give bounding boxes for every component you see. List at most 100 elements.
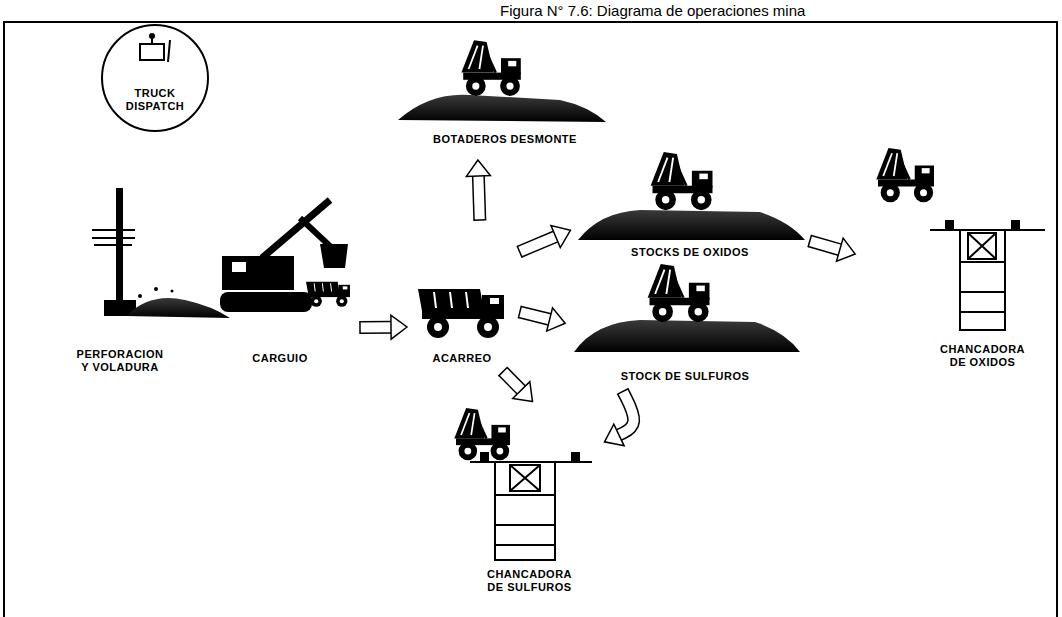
dispatch-console xyxy=(140,44,164,60)
arrow-fill xyxy=(360,322,391,332)
shovel-stick xyxy=(300,218,332,248)
blasted-rock-pile xyxy=(126,298,230,318)
sulfide-crusher xyxy=(454,408,592,560)
flow-arrow xyxy=(498,367,532,401)
dispatch-mast xyxy=(168,40,170,62)
station-label: STOCKS DE OXIDOS xyxy=(590,246,790,259)
flow-arrow xyxy=(466,160,490,220)
process-station: PERFORACION Y VOLADURA xyxy=(55,180,185,390)
shovel-body xyxy=(222,256,294,290)
arrow-tail xyxy=(473,219,486,221)
station-label: PERFORACION Y VOLADURA xyxy=(75,348,165,374)
oxide-crusher xyxy=(876,148,1045,330)
rock-fragment xyxy=(154,287,158,291)
arrow-head xyxy=(391,315,407,339)
destination-station: STOCK DE SULFUROS xyxy=(570,262,800,387)
station-label: CHANCADORA DE OXIDOS xyxy=(935,343,1030,369)
drill-beam xyxy=(94,244,132,246)
waste-pile xyxy=(398,95,606,122)
drill-rig xyxy=(92,188,230,318)
station-label: STOCK DE SULFUROS xyxy=(585,370,785,383)
dump-truck xyxy=(461,40,520,96)
drill-mast xyxy=(116,188,123,313)
crusher-level xyxy=(495,524,555,526)
circle-outline xyxy=(102,25,208,131)
crusher-cross xyxy=(968,233,996,259)
haul-truck xyxy=(418,289,504,338)
oxide-stockpile xyxy=(578,152,805,240)
arrow-fill xyxy=(520,312,550,319)
arrow-head xyxy=(466,160,490,176)
shovel-tracks xyxy=(220,292,312,312)
destination-station: BOTADEROS DESMONTE xyxy=(400,35,610,155)
flow-arrow xyxy=(808,235,855,261)
crusher-level xyxy=(960,311,1005,313)
dump-truck xyxy=(876,148,934,202)
station-label: ACARREO xyxy=(412,352,512,365)
arrow-tail xyxy=(359,321,361,334)
crusher-level xyxy=(495,544,555,546)
arrow-outline xyxy=(520,237,556,252)
crusher-station: CHANCADORA DE SULFUROS xyxy=(440,405,600,600)
arrow-outline xyxy=(478,176,479,220)
crusher-plate xyxy=(945,220,954,230)
dump-truck xyxy=(651,152,713,210)
arrow-outline xyxy=(619,391,634,435)
circle-outline xyxy=(100,23,210,133)
dump-truck xyxy=(648,264,710,322)
arrow-outline xyxy=(360,321,391,334)
crusher-plate xyxy=(571,452,580,462)
crusher-head xyxy=(968,233,996,259)
station-label: BOTADEROS DESMONTE xyxy=(425,133,585,146)
crusher-level xyxy=(960,291,1005,293)
arrow-head xyxy=(547,308,565,331)
arrow-tail xyxy=(518,306,521,319)
process-station: CARGUIO xyxy=(205,185,355,375)
arrow-head xyxy=(513,382,533,402)
figure-title: Figura N° 7.6: Diagrama de operaciones m… xyxy=(500,2,805,19)
destination-station: STOCKS DE OXIDOS xyxy=(575,150,805,262)
arrow-tail xyxy=(498,367,507,376)
loaded-truck xyxy=(306,282,350,307)
arrow-tail xyxy=(808,235,812,247)
station-label: TRUCK DISPATCH xyxy=(117,87,193,113)
flow-arrow xyxy=(517,225,570,257)
drill-beam xyxy=(92,229,135,231)
station-label: CHANCADORA DE SULFUROS xyxy=(482,568,577,594)
arrow-tail xyxy=(617,388,629,394)
crusher-cross xyxy=(510,465,540,491)
rock-fragment xyxy=(171,290,174,293)
arrow-outline xyxy=(520,312,550,319)
station-label: CARGUIO xyxy=(230,352,330,365)
process-station: ACARREO xyxy=(412,225,515,368)
crusher-station: CHANCADORA DE OXIDOS xyxy=(860,145,1050,380)
arrow-head xyxy=(836,238,855,261)
rock-fragment xyxy=(138,294,142,298)
arrow-head xyxy=(605,424,625,446)
sulfide-pile xyxy=(574,320,800,352)
waste-dump xyxy=(398,40,606,122)
crusher-level xyxy=(495,494,555,496)
dispatch-antenna-tip xyxy=(149,33,155,39)
arrow-fill xyxy=(619,391,634,435)
shovel-bucket xyxy=(320,244,348,268)
oxide-pile xyxy=(578,210,805,240)
sulfide-stockpile xyxy=(574,264,800,352)
drill-beam xyxy=(92,237,135,239)
crusher-pit xyxy=(495,462,555,560)
dispatch-icon xyxy=(140,33,170,62)
arrow-fill xyxy=(810,241,840,250)
shovel-window xyxy=(232,262,246,272)
shovel xyxy=(220,200,350,312)
crusher-plate xyxy=(480,452,489,462)
arrow-fill xyxy=(503,372,521,390)
flow-arrow xyxy=(605,388,634,445)
flow-arrow xyxy=(360,315,407,339)
figure-frame xyxy=(4,22,1057,617)
arrow-outline xyxy=(810,241,840,250)
arrow-fill xyxy=(478,176,479,220)
arrow-fill xyxy=(520,237,556,252)
dispatch-circle: TRUCK DISPATCH xyxy=(100,23,210,133)
arrow-tail xyxy=(517,246,522,258)
